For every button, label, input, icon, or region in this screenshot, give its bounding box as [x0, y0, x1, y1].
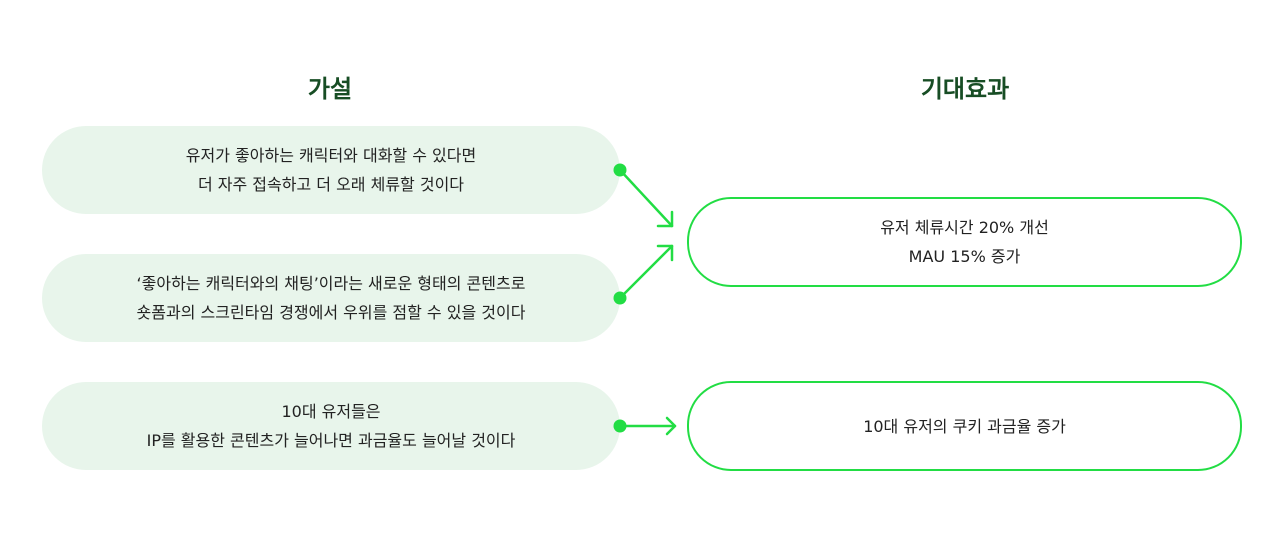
effect-2-line-1: 10대 유저의 쿠키 과금율 증가: [863, 416, 1066, 436]
arrow-hypothesis-2-to-effect-1: [618, 244, 674, 300]
effect-card-1: 유저 체류시간 20% 개선 MAU 15% 증가: [687, 197, 1242, 287]
hypothesis-2-line-1: ‘좋아하는 캐릭터와의 채팅’이라는 새로운 형태의 콘텐츠로: [136, 274, 526, 293]
effect-1-line-1: 유저 체류시간 20% 개선: [880, 218, 1049, 237]
hypothesis-card-2: ‘좋아하는 캐릭터와의 채팅’이라는 새로운 형태의 콘텐츠로 숏폼과의 스크린…: [42, 254, 620, 342]
hypothesis-card-3: 10대 유저들은 IP를 활용한 콘텐츠가 늘어나면 과금율도 늘어날 것이다: [42, 382, 620, 470]
arrow-hypothesis-1-to-effect-1: [618, 168, 674, 228]
hypothesis-heading: 가설: [307, 75, 353, 103]
hypothesis-card-1: 유저가 좋아하는 캐릭터와 대화할 수 있다면 더 자주 접속하고 더 오래 체…: [42, 126, 620, 214]
hypothesis-1-line-2: 더 자주 접속하고 더 오래 체류할 것이다: [197, 175, 465, 194]
arrow-hypothesis-3-to-effect-2: [618, 416, 677, 436]
hypothesis-3-line-1: 10대 유저들은: [281, 402, 381, 421]
expected-effect-heading: 기대효과: [920, 75, 1010, 103]
hypothesis-2-line-2: 숏폼과의 스크린타임 경쟁에서 우위를 점할 수 있을 것이다: [136, 303, 526, 322]
hypothesis-3-line-2: IP를 활용한 콘텐츠가 늘어나면 과금율도 늘어날 것이다: [146, 431, 516, 450]
effect-card-2: 10대 유저의 쿠키 과금율 증가: [687, 381, 1242, 471]
hypothesis-1-line-1: 유저가 좋아하는 캐릭터와 대화할 수 있다면: [185, 146, 477, 165]
effect-1-line-2: MAU 15% 증가: [908, 247, 1021, 266]
